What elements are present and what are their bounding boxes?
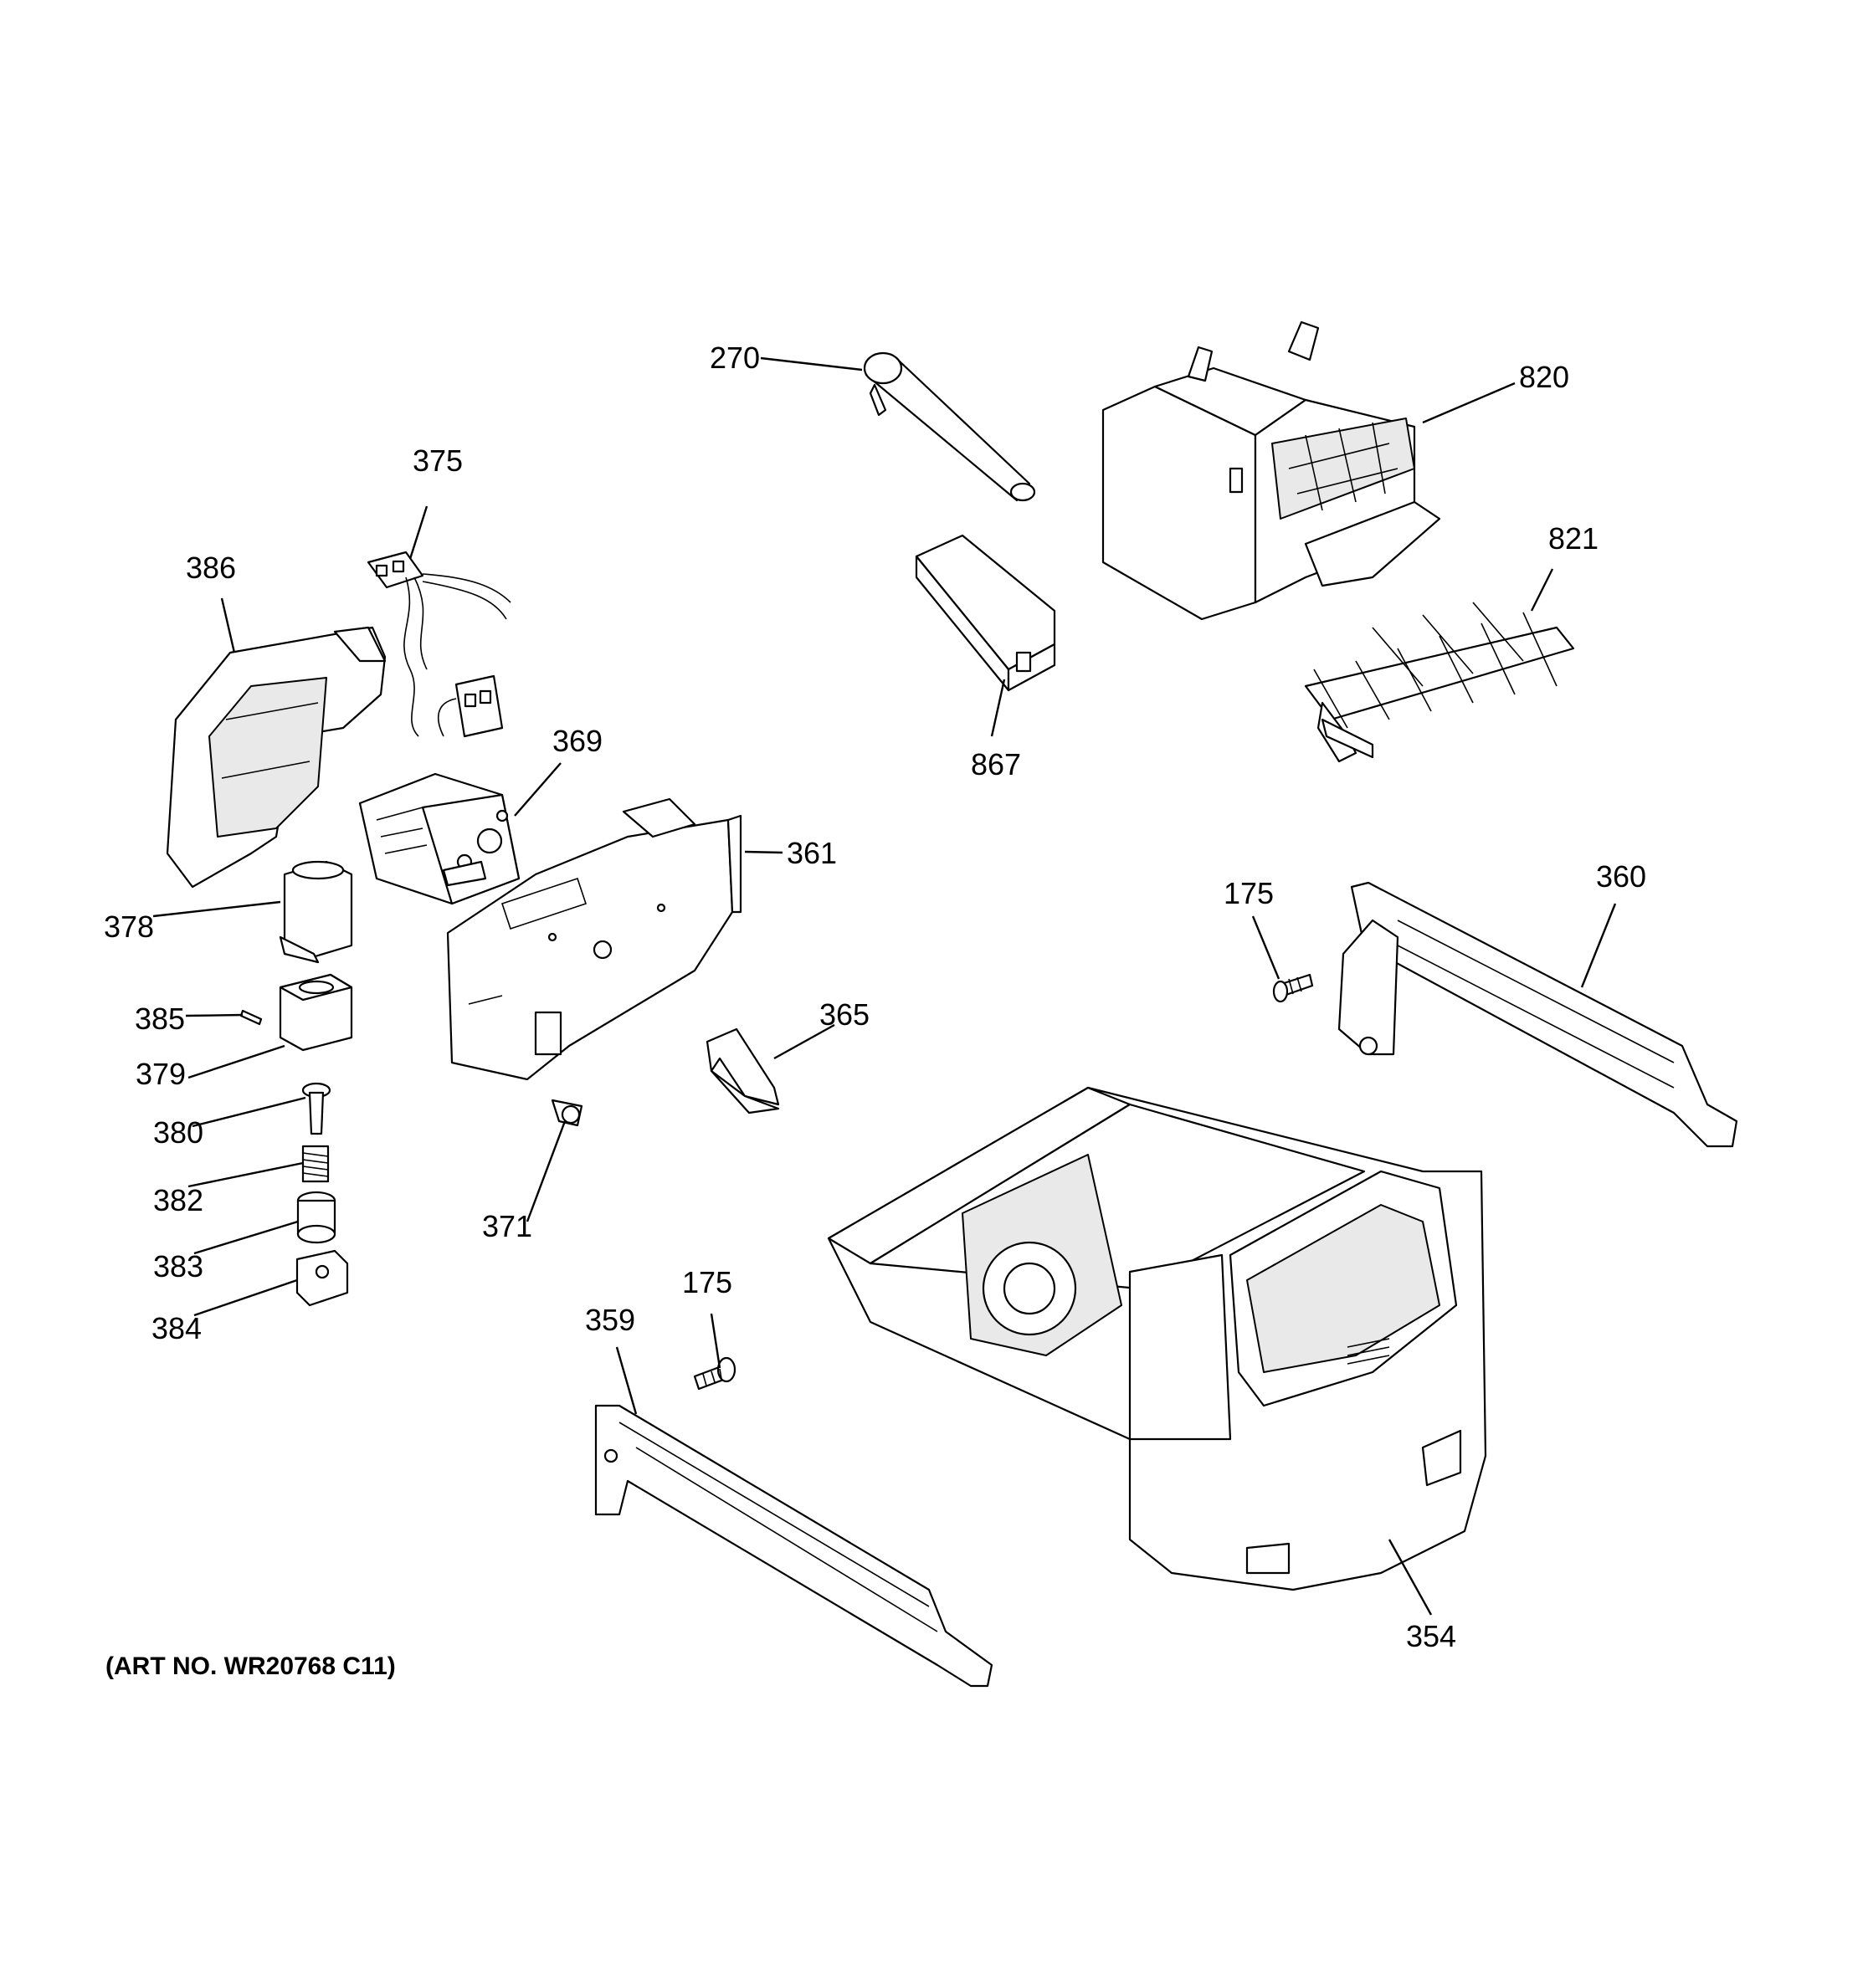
callout-379[interactable]: 379: [136, 1057, 187, 1091]
part-821-ejector-blades[interactable]: [1304, 602, 1575, 763]
part-175-screw-upper[interactable]: [1272, 973, 1314, 1003]
part-270-fill-tube[interactable]: [863, 351, 1036, 502]
callout-867[interactable]: 867: [971, 747, 1022, 781]
callout-354[interactable]: 354: [1406, 1619, 1457, 1653]
part-378-solenoid[interactable]: [279, 860, 353, 964]
part-384-small-bracket[interactable]: [295, 1249, 349, 1307]
part-365-clip[interactable]: [706, 1027, 780, 1114]
callout-369[interactable]: 369: [552, 724, 603, 758]
callout-175-lower[interactable]: 175: [682, 1265, 733, 1299]
callout-270[interactable]: 270: [710, 341, 761, 375]
callout-386[interactable]: 386: [186, 551, 237, 585]
part-382-spring[interactable]: [301, 1145, 330, 1183]
callout-375[interactable]: 375: [413, 443, 464, 478]
part-375-wire-harness[interactable]: [367, 551, 511, 738]
callout-385[interactable]: 385: [135, 1002, 186, 1036]
callout-365[interactable]: 365: [819, 997, 870, 1032]
callout-175-upper[interactable]: 175: [1224, 876, 1275, 910]
leader-lines: [152, 356, 1617, 1616]
callout-361[interactable]: 361: [787, 836, 838, 870]
callout-820[interactable]: 820: [1519, 360, 1570, 394]
part-354-ice-bucket[interactable]: [827, 1086, 1487, 1591]
callout-384[interactable]: 384: [151, 1311, 203, 1345]
part-371-screw[interactable]: [551, 1099, 583, 1127]
callout-359[interactable]: 359: [585, 1303, 636, 1337]
part-361-bracket-plate[interactable]: [446, 797, 742, 1081]
callout-360[interactable]: 360: [1596, 859, 1647, 894]
callout-382[interactable]: 382: [153, 1183, 204, 1217]
callout-380[interactable]: 380: [153, 1115, 204, 1150]
callout-821[interactable]: 821: [1548, 521, 1599, 556]
part-175-screw-lower[interactable]: [693, 1356, 736, 1391]
art-number: (ART NO. WR20768 C11): [105, 1652, 396, 1680]
part-385-pin[interactable]: [239, 1009, 263, 1026]
part-820-ice-maker[interactable]: [1101, 320, 1441, 621]
part-360-rail-right[interactable]: [1337, 881, 1738, 1148]
part-369-motor[interactable]: [358, 772, 521, 905]
part-379-block[interactable]: [279, 973, 353, 1052]
callout-378[interactable]: 378: [104, 909, 155, 944]
callout-371[interactable]: 371: [482, 1209, 533, 1243]
part-359-rail-left[interactable]: [594, 1404, 993, 1688]
part-380-rod[interactable]: [301, 1082, 331, 1135]
part-867-cover[interactable]: [915, 534, 1056, 692]
part-386-housing[interactable]: [166, 626, 387, 889]
part-383-sleeve[interactable]: [296, 1191, 336, 1244]
callout-383[interactable]: 383: [153, 1249, 204, 1283]
